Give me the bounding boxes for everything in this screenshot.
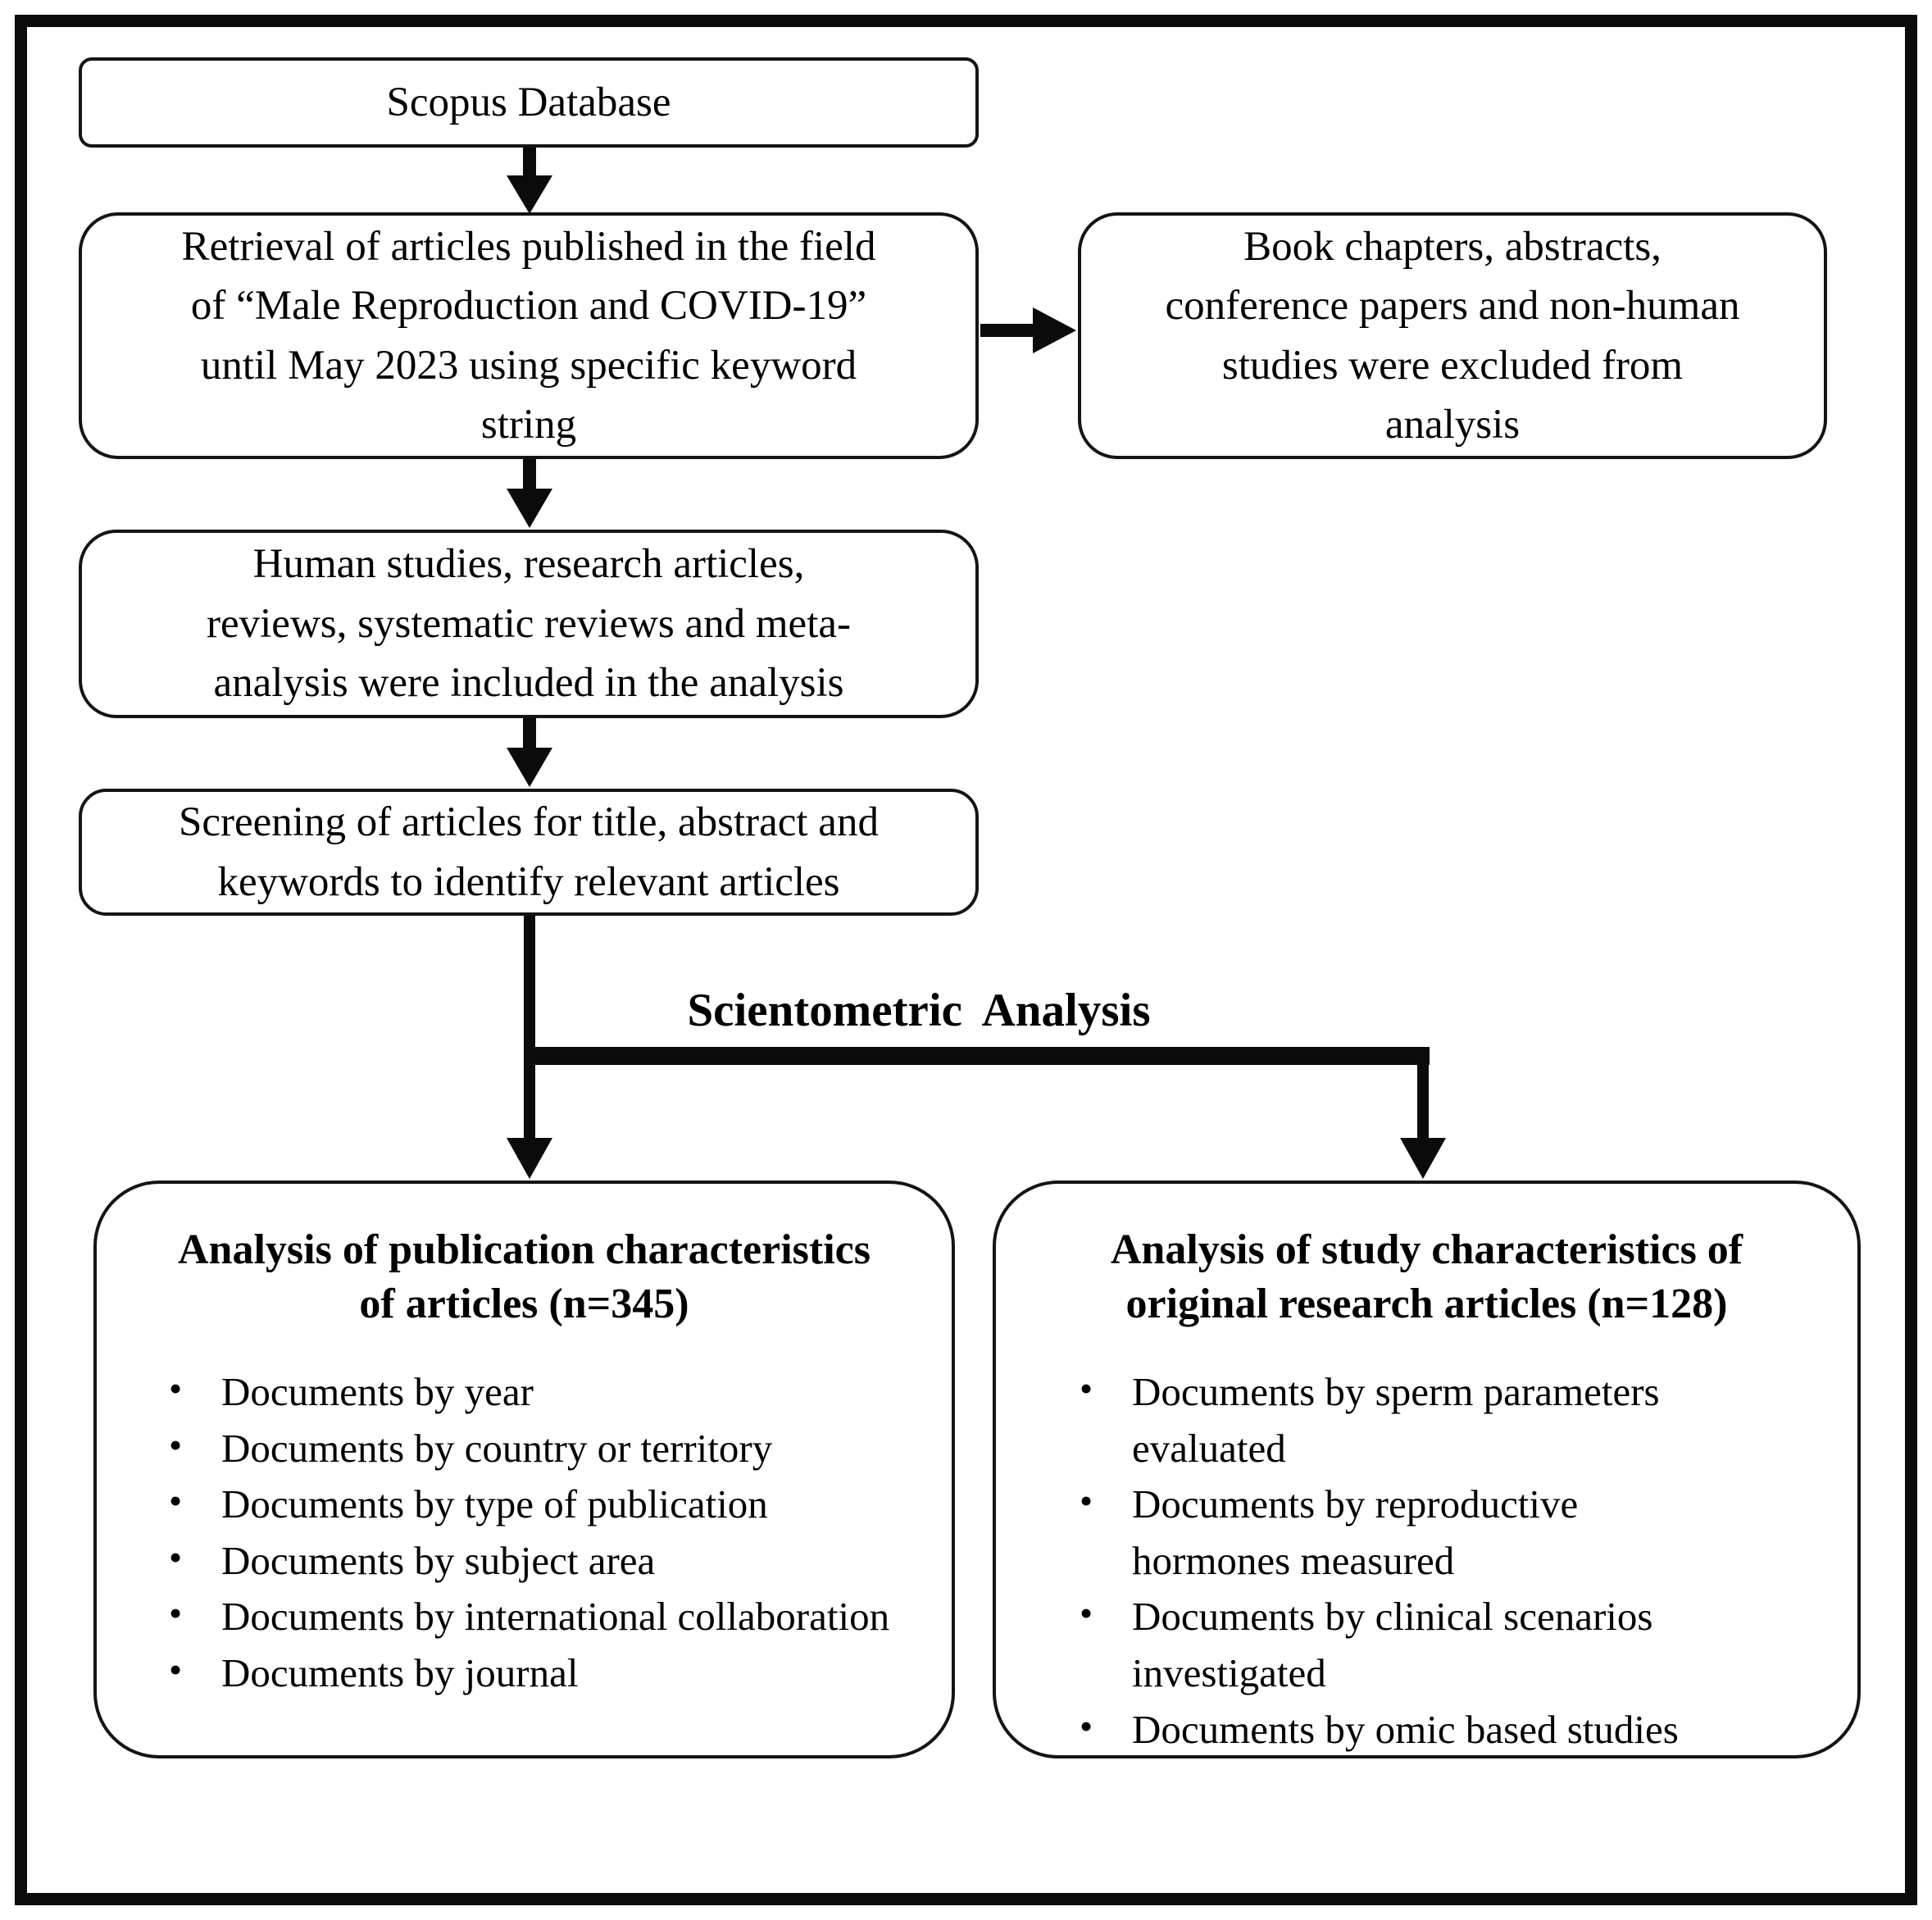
bullet-documents-by-hormones: Documents by reproductive hormones measu… <box>1075 1475 1739 1589</box>
bullet-documents-by-journal: Documents by journal <box>164 1644 893 1702</box>
arrow-included-to-screening-head <box>507 748 552 787</box>
arrow-scopus-to-retrieval-head <box>507 175 552 214</box>
screening-text: Screening of articles for title, abstrac… <box>179 799 879 905</box>
bullet-documents-by-country: Documents by country or territory <box>164 1419 893 1477</box>
bullet-documents-by-omic-studies: Documents by omic based studies <box>1075 1700 1739 1758</box>
bullet-documents-by-sperm-parameters: Documents by sperm parameters evaluated <box>1075 1363 1739 1476</box>
study-analysis-title: Analysis of study characteristics of ori… <box>1110 1226 1743 1328</box>
outer-border <box>15 15 1917 1905</box>
excluded-records-box: Book chapters, abstracts, conference pap… <box>1078 212 1827 459</box>
publication-analysis-bullet-list: Documents by year Documents by country o… <box>130 1363 919 1702</box>
included-records-text: Human studies, research articles, review… <box>207 541 851 707</box>
included-records-box: Human studies, research articles, review… <box>79 530 979 718</box>
study-analysis-box: Analysis of study characteristics of ori… <box>993 1181 1861 1758</box>
bullet-documents-by-subject-area: Documents by subject area <box>164 1531 893 1590</box>
publication-analysis-title: Analysis of publication characteristics … <box>178 1226 871 1328</box>
bullet-documents-by-clinical-scenarios: Documents by clinical scenarios investig… <box>1075 1587 1739 1701</box>
study-analysis-bullet-list: Documents by sperm parameters evaluated … <box>1029 1363 1825 1758</box>
arrow-branch-to-publication-head <box>507 1138 552 1179</box>
publication-analysis-box: Analysis of publication characteristics … <box>93 1181 955 1758</box>
retrieval-text: Retrieval of articles published in the f… <box>181 223 876 448</box>
excluded-records-text: Book chapters, abstracts, conference pap… <box>1165 223 1740 448</box>
bullet-documents-by-collaboration: Documents by international collaboration <box>164 1587 893 1645</box>
bullet-documents-by-type: Documents by type of publication <box>164 1475 893 1533</box>
scientometric-analysis-label: Scientometric Analysis <box>687 985 1151 1036</box>
bullet-documents-by-year: Documents by year <box>164 1363 893 1421</box>
arrow-retrieval-to-excluded-head <box>1033 307 1076 353</box>
retrieval-box: Retrieval of articles published in the f… <box>79 212 979 459</box>
arrow-branch-to-study-head <box>1400 1138 1446 1179</box>
screening-box: Screening of articles for title, abstrac… <box>79 789 979 916</box>
scopus-database-text: Scopus Database <box>386 79 671 125</box>
arrow-retrieval-to-included-head <box>507 489 552 528</box>
scopus-database-box: Scopus Database <box>79 57 979 148</box>
